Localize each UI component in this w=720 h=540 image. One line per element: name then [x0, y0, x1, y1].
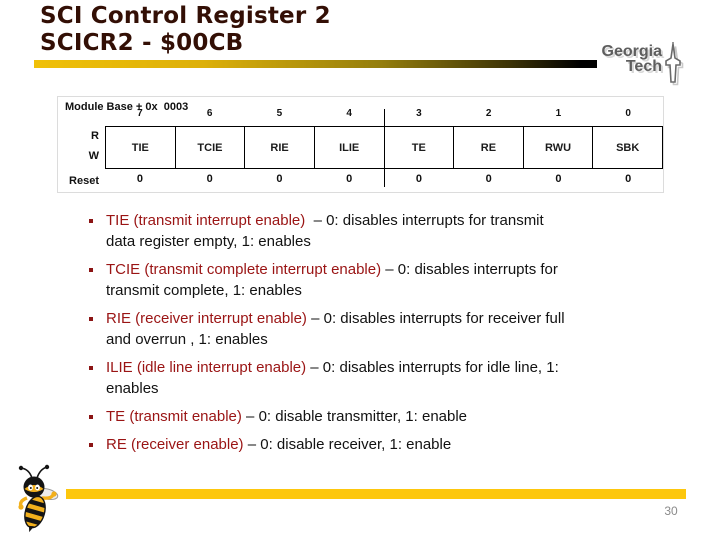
bullet-icon [89, 317, 93, 321]
bullet-icon [89, 443, 93, 447]
buzz-mascot-icon [18, 464, 59, 533]
bit-number: 6 [206, 108, 213, 119]
bullet-list: TIE (transmit interrupt enable) – 0: dis… [88, 210, 660, 462]
list-item: RE (receiver enable) – 0: disable receiv… [88, 434, 660, 455]
read-row-label: R [91, 130, 99, 142]
register-term: RE (receiver enable) [106, 436, 244, 453]
bullet-icon [89, 366, 93, 370]
title-underline-bar [34, 60, 597, 68]
reset-value: 0 [136, 173, 143, 185]
bit-number: 0 [625, 108, 631, 119]
register-diagram: Module Base + 0x 0003 7 6 5 4 3 2 1 0 TI… [57, 96, 664, 193]
register-term: TIE (transmit interrupt enable) [106, 212, 306, 229]
reset-value: 0 [206, 173, 213, 185]
slide-title-line2: SCICR2 - $00CB [40, 30, 244, 56]
reset-value: 0 [346, 173, 353, 185]
reset-row-label: Reset [69, 175, 99, 187]
reset-value-row: 0 0 0 0 0 0 0 0 [105, 173, 663, 185]
module-base-label: Module Base + 0x 0003 [65, 101, 189, 113]
term-description: – 0: disables interrupts for [381, 261, 558, 278]
register-term: TCIE (transmit complete interrupt enable… [106, 261, 382, 278]
term-description: – 0: disable receiver, 1: enable [243, 436, 452, 453]
term-description: – 0: disable transmitter, 1: enable [241, 408, 468, 425]
logo-line-tech: Tech [625, 58, 662, 75]
register-row-labels: R W Reset [58, 97, 102, 194]
list-item: TE (transmit enable) – 0: disable transm… [88, 406, 660, 427]
bit-number: 5 [276, 108, 283, 119]
term-description: – 0: disables interrupts for receiver fu… [306, 310, 565, 327]
register-field: ILIE [315, 127, 385, 168]
reset-value: 0 [625, 173, 632, 185]
register-term: TE (transmit enable) [106, 408, 242, 425]
georgia-tech-logo-text: Georgia Tech [584, 43, 662, 75]
bit-number: 3 [416, 108, 422, 119]
register-field: SBK [616, 141, 640, 154]
term-description: – 0: disables interrupts for transmit [305, 212, 544, 229]
bit-number: 1 [555, 108, 562, 119]
list-item: TIE (transmit interrupt enable) – 0: dis… [88, 210, 660, 252]
tech-tower-icon [665, 42, 684, 86]
register-field: RIE [245, 127, 315, 168]
page-number: 30 [664, 504, 678, 518]
bit-number: 2 [485, 108, 492, 119]
bit-number-row: 7 6 5 4 3 2 1 0 [105, 108, 663, 119]
term-description-line2: enables [106, 380, 159, 397]
register-field: TE [385, 127, 455, 168]
term-description-line2: data register empty, 1: enables [106, 233, 311, 250]
bit-number: 4 [346, 108, 352, 119]
bullet-icon [89, 219, 93, 223]
register-term: RIE (receiver interrupt enable) [106, 310, 307, 327]
reset-value: 0 [485, 173, 492, 185]
list-item: RIE (receiver interrupt enable) – 0: dis… [88, 308, 660, 350]
list-item: ILIE (idle line interrupt enable) – 0: d… [88, 357, 660, 399]
register-field: RE [454, 127, 524, 168]
list-item: TCIE (transmit complete interrupt enable… [88, 259, 660, 301]
term-description-line2: and overrun , 1: enables [106, 331, 268, 348]
slide-title-line1: SCI Control Register 2 [40, 3, 331, 29]
reset-value: 0 [415, 173, 422, 185]
footer-gold-bar [66, 489, 686, 499]
register-field: TIE [106, 127, 176, 168]
bullet-icon [89, 415, 93, 419]
georgia-tech-logo: Georgia Tech [584, 42, 694, 90]
nibble-divider-line [384, 109, 385, 187]
logo-line-georgia: Georgia [601, 43, 662, 60]
term-description-line2: transmit complete, 1: enables [106, 282, 302, 299]
register-field: RWU [524, 127, 594, 168]
write-row-label: W [88, 150, 99, 162]
term-description: – 0: disables interrupts for idle line, … [306, 359, 559, 376]
bit-number: 7 [137, 108, 143, 119]
bullet-icon [89, 268, 93, 272]
register-field: TCIE [176, 127, 246, 168]
reset-value: 0 [276, 173, 283, 185]
slide-title: SCI Control Register 2 SCICR2 - $00CB [40, 3, 331, 57]
register-term: ILIE (idle line interrupt enable) [106, 359, 307, 376]
reset-value: 0 [555, 173, 562, 185]
